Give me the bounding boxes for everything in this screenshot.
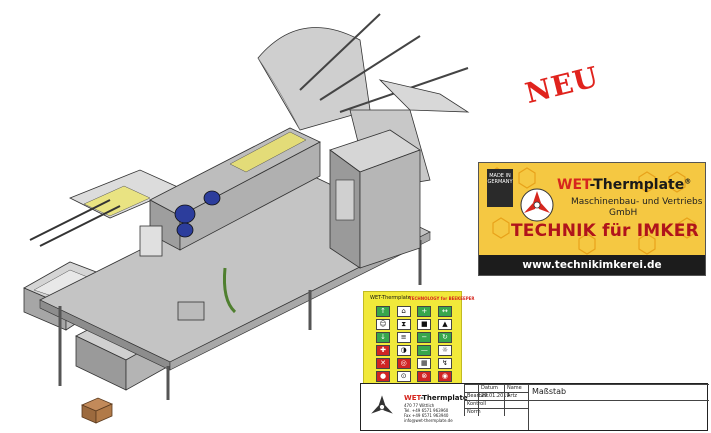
panel-button: ●: [376, 371, 390, 382]
wet-logo-icon: [371, 395, 393, 414]
panel-button: ■: [417, 319, 432, 330]
banner-tagline: TECHNIK für IMKER: [511, 221, 699, 241]
tb-scale-label: Maßstab: [532, 387, 567, 396]
banner-brand: WET-Thermplate®: [557, 177, 691, 193]
panel-button-row: ✚ ◑ — ☼: [376, 345, 452, 356]
wet-logo-icon: [520, 188, 554, 222]
tb-cell-empty: [464, 384, 478, 392]
address-line: Fax +49 6571 963940: [404, 413, 449, 418]
panel-button-row: ● ⊙ ⊗ ◉: [376, 371, 452, 382]
panel-button: ↻: [437, 332, 452, 343]
tb-datum-label: Datum: [478, 384, 504, 392]
panel-button: ⊙: [396, 371, 411, 382]
panel-button: ⊗: [417, 371, 432, 382]
central-housing: [329, 129, 421, 269]
banner-subtitle-1: Maschinenbau- und Vertriebs: [571, 197, 703, 207]
panel-button: ↑: [376, 306, 390, 317]
panel-button: ⌂: [396, 306, 411, 317]
panel-button: ≡: [396, 332, 411, 343]
cardboard-box-icon: [80, 397, 114, 424]
panel-button: ↯: [437, 358, 452, 369]
panel-button: ◑: [396, 345, 411, 356]
panel-tagline: TECHNOLOGY for BEEKEEPER: [409, 296, 475, 301]
title-block-grid: Datum Name Bearbeit 29.01.2019 Artz Kont…: [464, 384, 709, 430]
tb-norm-label: Norm: [464, 408, 481, 416]
panel-brand: WET-Thermplate: [370, 295, 411, 301]
panel-button: ☼: [437, 345, 452, 356]
control-panel: WET-Thermplate TECHNOLOGY for BEEKEEPER …: [363, 291, 474, 396]
control-box: [139, 225, 205, 321]
panel-button-row: ↑ ⌂ + ↔: [376, 306, 452, 317]
tb-cell-empty: [504, 408, 528, 416]
tb-cell-empty: [478, 408, 504, 416]
panel-button-row: ↓ ≡−↻: [376, 332, 452, 343]
tb-name-label: Name: [504, 384, 528, 392]
panel-button: ↔: [437, 306, 452, 317]
tb-scale-cell: [528, 384, 709, 400]
company-banner: MADE IN GERMANY WET-Thermplate® Maschine…: [478, 162, 706, 276]
banner-url: www.technikimkerei.de: [479, 255, 705, 275]
panel-button: ↓: [376, 332, 390, 343]
panel-button-grid: ↑ ⌂ + ↔ ☺ ⧗ ■ ▲ ↓ ≡−↻ ✚ ◑ — ☼ ✕ ◎ ▦ ↯ ● ⊙ ⊗ ◉: [376, 306, 452, 384]
motor-icon: [174, 190, 221, 238]
panel-button: ✕: [376, 358, 390, 369]
tb-datum-value: 29.01.2019: [478, 392, 510, 400]
panel-button: ▦: [417, 358, 432, 369]
made-in-germany-badge: MADE IN GERMANY: [487, 169, 513, 207]
drawing-title-block: WET-Thermplate 470 77 Wittlich Tel. +49 …: [360, 383, 709, 431]
hose: [223, 267, 237, 314]
panel-button: ⧗: [396, 319, 411, 330]
tb-bearbeitet-label: Bearbeit: [464, 392, 488, 400]
banner-subtitle-2: GmbH: [609, 208, 638, 218]
panel-button-row: ✕ ◎ ▦ ↯: [376, 358, 452, 369]
tb-cell-empty: [504, 400, 528, 408]
tb-title-cell: [528, 400, 709, 430]
tb-cell-empty: [478, 400, 504, 408]
panel-button: —: [417, 345, 432, 356]
input-conveyor: [29, 169, 181, 247]
panel-button: ◉: [437, 371, 452, 382]
panel-button: ✚: [376, 345, 390, 356]
brand-wet: WET: [557, 177, 590, 193]
drum-hood: [257, 27, 371, 131]
main-conveyor: [149, 127, 321, 251]
panel-button: +: [417, 306, 432, 317]
brand-rest: -Thermplate: [589, 177, 685, 193]
tb-name-value: Artz: [504, 392, 528, 400]
panel-button: −: [417, 332, 432, 343]
title-block-address: 470 77 Wittlich Tel. +49 6571 963960 Fax…: [404, 403, 453, 423]
machine-3d-drawing: [23, 13, 470, 424]
panel-button: ▲: [437, 319, 452, 330]
neu-label: NEU: [522, 60, 603, 111]
tb-kontrolliert-label: Kontroll: [464, 400, 486, 408]
address-line: Tel. +49 6571 963960: [404, 408, 449, 413]
title-block-logo: WET-Thermplate 470 77 Wittlich Tel. +49 …: [361, 384, 468, 430]
title-block-brand: WET-Thermplate: [404, 394, 468, 402]
tb-brand-rest: -Thermplate: [420, 394, 468, 402]
address-line: info@wet-thermplate.de: [404, 418, 453, 423]
panel-button: ◎: [396, 358, 411, 369]
registered-mark: ®: [684, 177, 692, 186]
panel-button-row: ☺ ⧗ ■ ▲: [376, 319, 452, 330]
tb-brand-wet: WET: [404, 394, 421, 402]
address-line: 470 77 Wittlich: [404, 403, 435, 408]
panel-button: ☺: [376, 319, 390, 330]
